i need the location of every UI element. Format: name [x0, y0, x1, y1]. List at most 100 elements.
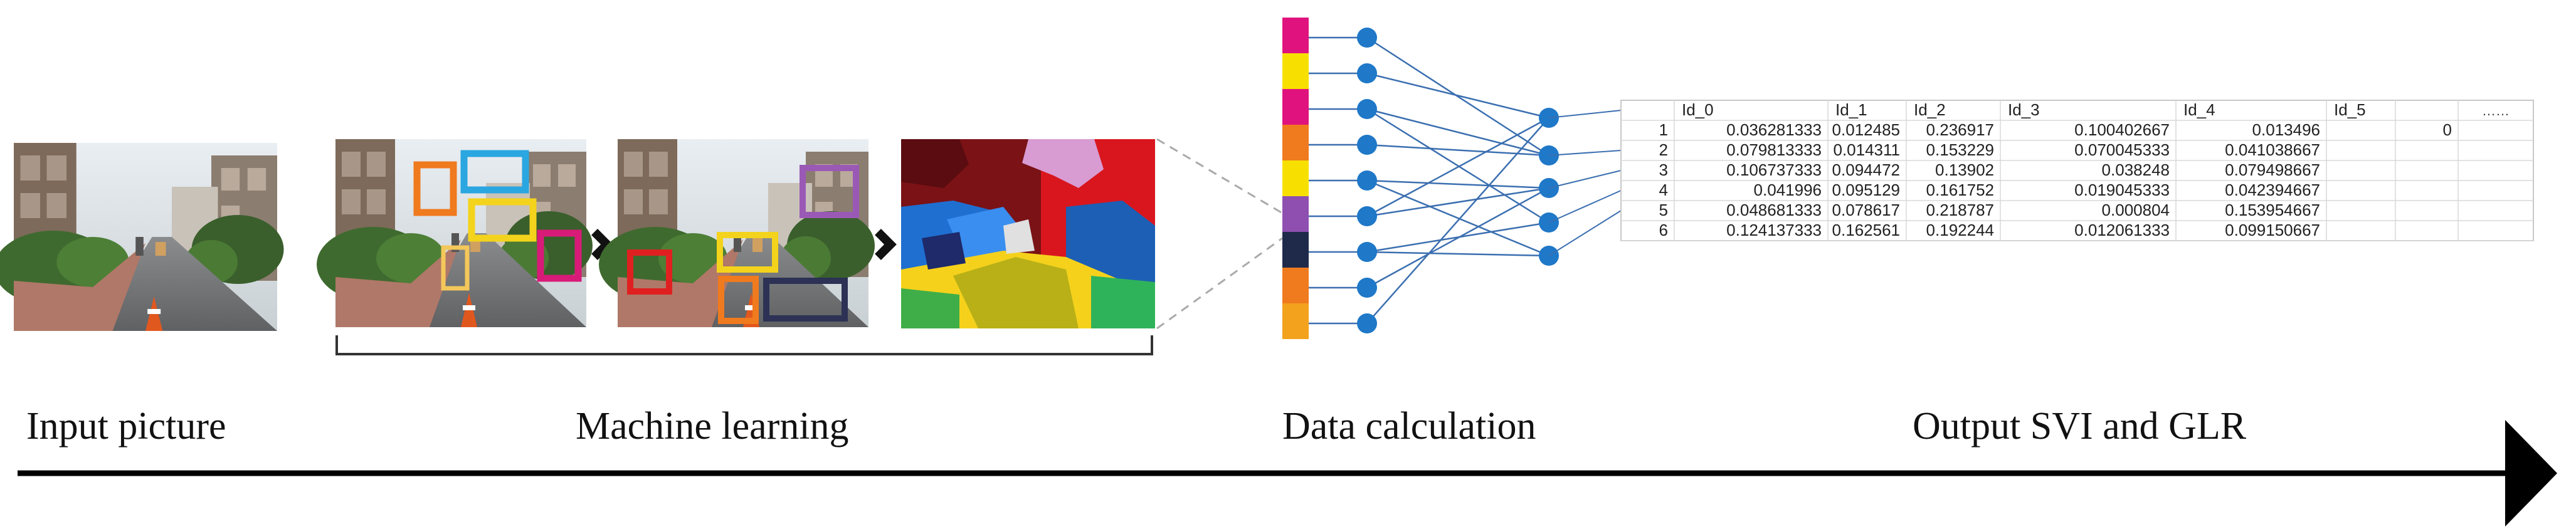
timeline-arrow [18, 420, 2557, 526]
table-cell: 0.079498667 [2225, 160, 2320, 179]
table-frame [1620, 100, 2534, 241]
detection-box [537, 229, 582, 282]
table-cell: 0.124137333 [1726, 221, 1822, 239]
strip-segment [1282, 89, 1309, 125]
network-link [1366, 117, 1549, 217]
table-cell: 0.153229 [1926, 140, 1994, 159]
input-node [1357, 242, 1377, 262]
stage-label-output: Output SVI and GLR [1913, 405, 2247, 448]
object-detection-image [317, 139, 593, 327]
network-link [1366, 117, 1549, 324]
table-cell: 0.153954667 [2225, 201, 2320, 219]
stage-chevron [875, 229, 897, 260]
machine-learning-bracket [335, 335, 1153, 355]
table-header-cell: Id_4 [2183, 100, 2215, 119]
table-cell: 0.162561 [1832, 221, 1900, 239]
strip-segment [1282, 18, 1309, 53]
network-link [1366, 179, 1549, 189]
table-cell: 0.036281333 [1726, 120, 1822, 139]
input-node [1357, 313, 1377, 333]
network-link [1366, 179, 1549, 257]
strip-segment [1282, 196, 1309, 232]
table-cell: 0.070045333 [2074, 140, 2170, 159]
table-cell: 0.000804 [2102, 201, 2170, 219]
instance-detection-image [599, 139, 875, 327]
table-cell: 0.012485 [1832, 120, 1900, 139]
strip-segment [1282, 53, 1309, 89]
table-cell: 0.019045333 [2074, 181, 2170, 199]
guide-line [1156, 237, 1283, 330]
guide-line [1156, 138, 1283, 214]
table-row-index: 1 [1659, 120, 1668, 139]
input-node [1357, 99, 1377, 119]
detection-box [718, 276, 759, 324]
segmentation-image [901, 139, 1155, 328]
table-cell: 0.192244 [1926, 221, 1994, 239]
table-cell: 0.106737333 [1726, 160, 1822, 179]
table-cell: 0.218787 [1926, 201, 1994, 219]
table-row-index: 5 [1659, 201, 1668, 219]
stage-label-input: Input picture [26, 405, 226, 448]
detection-box [800, 165, 859, 218]
strip-segment [1282, 268, 1309, 303]
table-cell: 0.161752 [1926, 181, 1994, 199]
network-output-lines [1548, 110, 1622, 256]
table-header-cell: Id_1 [1835, 100, 1867, 119]
detection-box [413, 161, 457, 216]
table-cell: 0.041996 [1754, 181, 1822, 199]
table-cell: 0.042394667 [2225, 181, 2320, 199]
network-link [1366, 187, 1549, 217]
table-cell: 0.014311 [1833, 140, 1900, 159]
table-header-cell: Id_3 [2008, 100, 2040, 119]
table-cell: 0.095129 [1832, 181, 1900, 199]
input-node [1357, 28, 1377, 48]
table-header-cell: Id_5 [2334, 100, 2366, 119]
input-node [1357, 206, 1377, 226]
detection-box [717, 232, 778, 273]
network-link [1366, 108, 1549, 224]
input-node [1357, 135, 1377, 155]
table-cell: 0.038248 [2102, 160, 2170, 179]
network-link [1366, 72, 1549, 119]
table-cell: 0.100402667 [2074, 120, 2170, 139]
strip-segment [1282, 125, 1309, 160]
network-link [1366, 251, 1549, 257]
network-link [1366, 36, 1549, 157]
table-header-cell: …… [2482, 103, 2510, 118]
network-links [1366, 36, 1549, 324]
strip-segment [1282, 303, 1309, 339]
table-row-index: 6 [1659, 221, 1668, 239]
input-street-image [0, 143, 284, 331]
detection-box [441, 245, 470, 291]
table-row-index: 4 [1659, 181, 1668, 199]
stage-label-data-calculation: Data calculation [1282, 405, 1536, 448]
table-cell: 0.078617 [1832, 201, 1900, 219]
network-link [1366, 144, 1549, 157]
detection-box [627, 249, 672, 295]
table-cell: 0.013496 [2252, 120, 2320, 139]
stage-label-machine-learning: Machine learning [576, 405, 849, 448]
output-line [1548, 150, 1622, 156]
table-cell: 0.236917 [1926, 120, 1994, 139]
input-node [1357, 170, 1377, 191]
detection-box [763, 278, 848, 322]
output-line [1548, 190, 1622, 223]
input-node [1357, 63, 1377, 83]
table-row-index: 2 [1659, 140, 1668, 159]
color-strip [1282, 18, 1309, 339]
table-cell: 0.012061333 [2074, 221, 2170, 239]
network-link [1366, 108, 1549, 157]
strip-segment [1282, 160, 1309, 196]
output-line [1548, 110, 1622, 118]
table-cell: 0.048681333 [1726, 201, 1822, 219]
stage-chevron [591, 229, 613, 260]
table-header-cell: Id_2 [1914, 100, 1946, 119]
table-cell: 0.079813333 [1726, 140, 1822, 159]
detection-box [468, 198, 537, 242]
input-node [1357, 278, 1377, 298]
table-cell: 0 [2443, 120, 2452, 139]
table-cell: 0.13902 [1935, 160, 1994, 179]
table-row-index: 3 [1659, 160, 1668, 179]
table-header-cell: Id_0 [1682, 100, 1714, 119]
